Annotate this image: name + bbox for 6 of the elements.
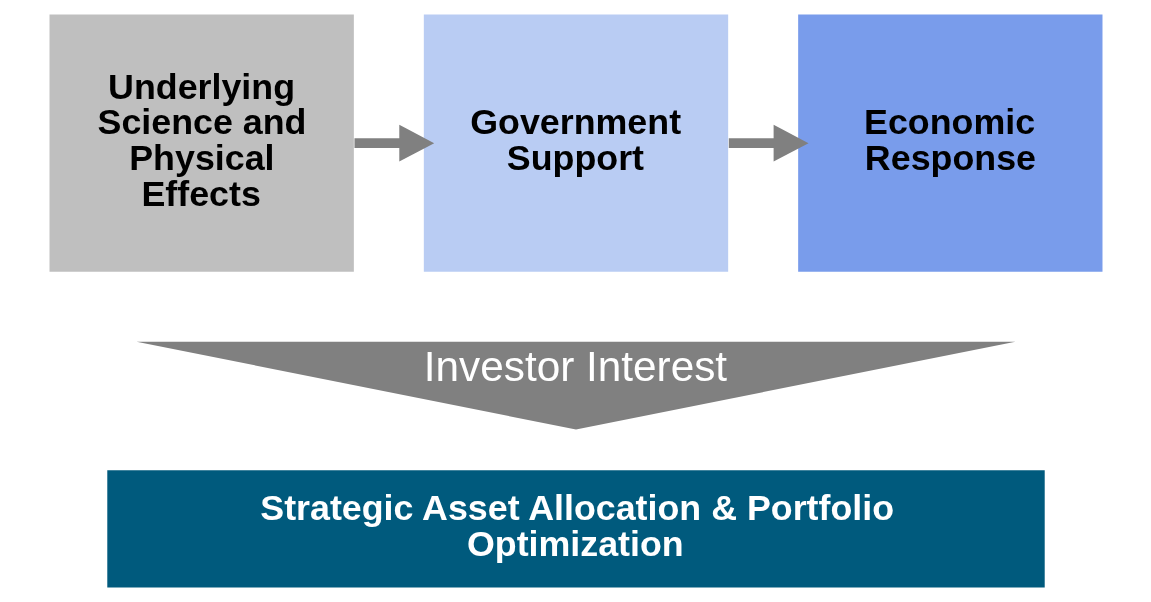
node-box: Economic Response (797, 14, 1102, 272)
arrow (728, 124, 808, 162)
arrow (354, 124, 434, 162)
node-box: Underlying Science and Physical Effects (49, 14, 354, 272)
node-box: Government Support (423, 14, 728, 272)
node-box: Strategic Asset Allocation & Portfolio Optimization (106, 470, 1045, 588)
